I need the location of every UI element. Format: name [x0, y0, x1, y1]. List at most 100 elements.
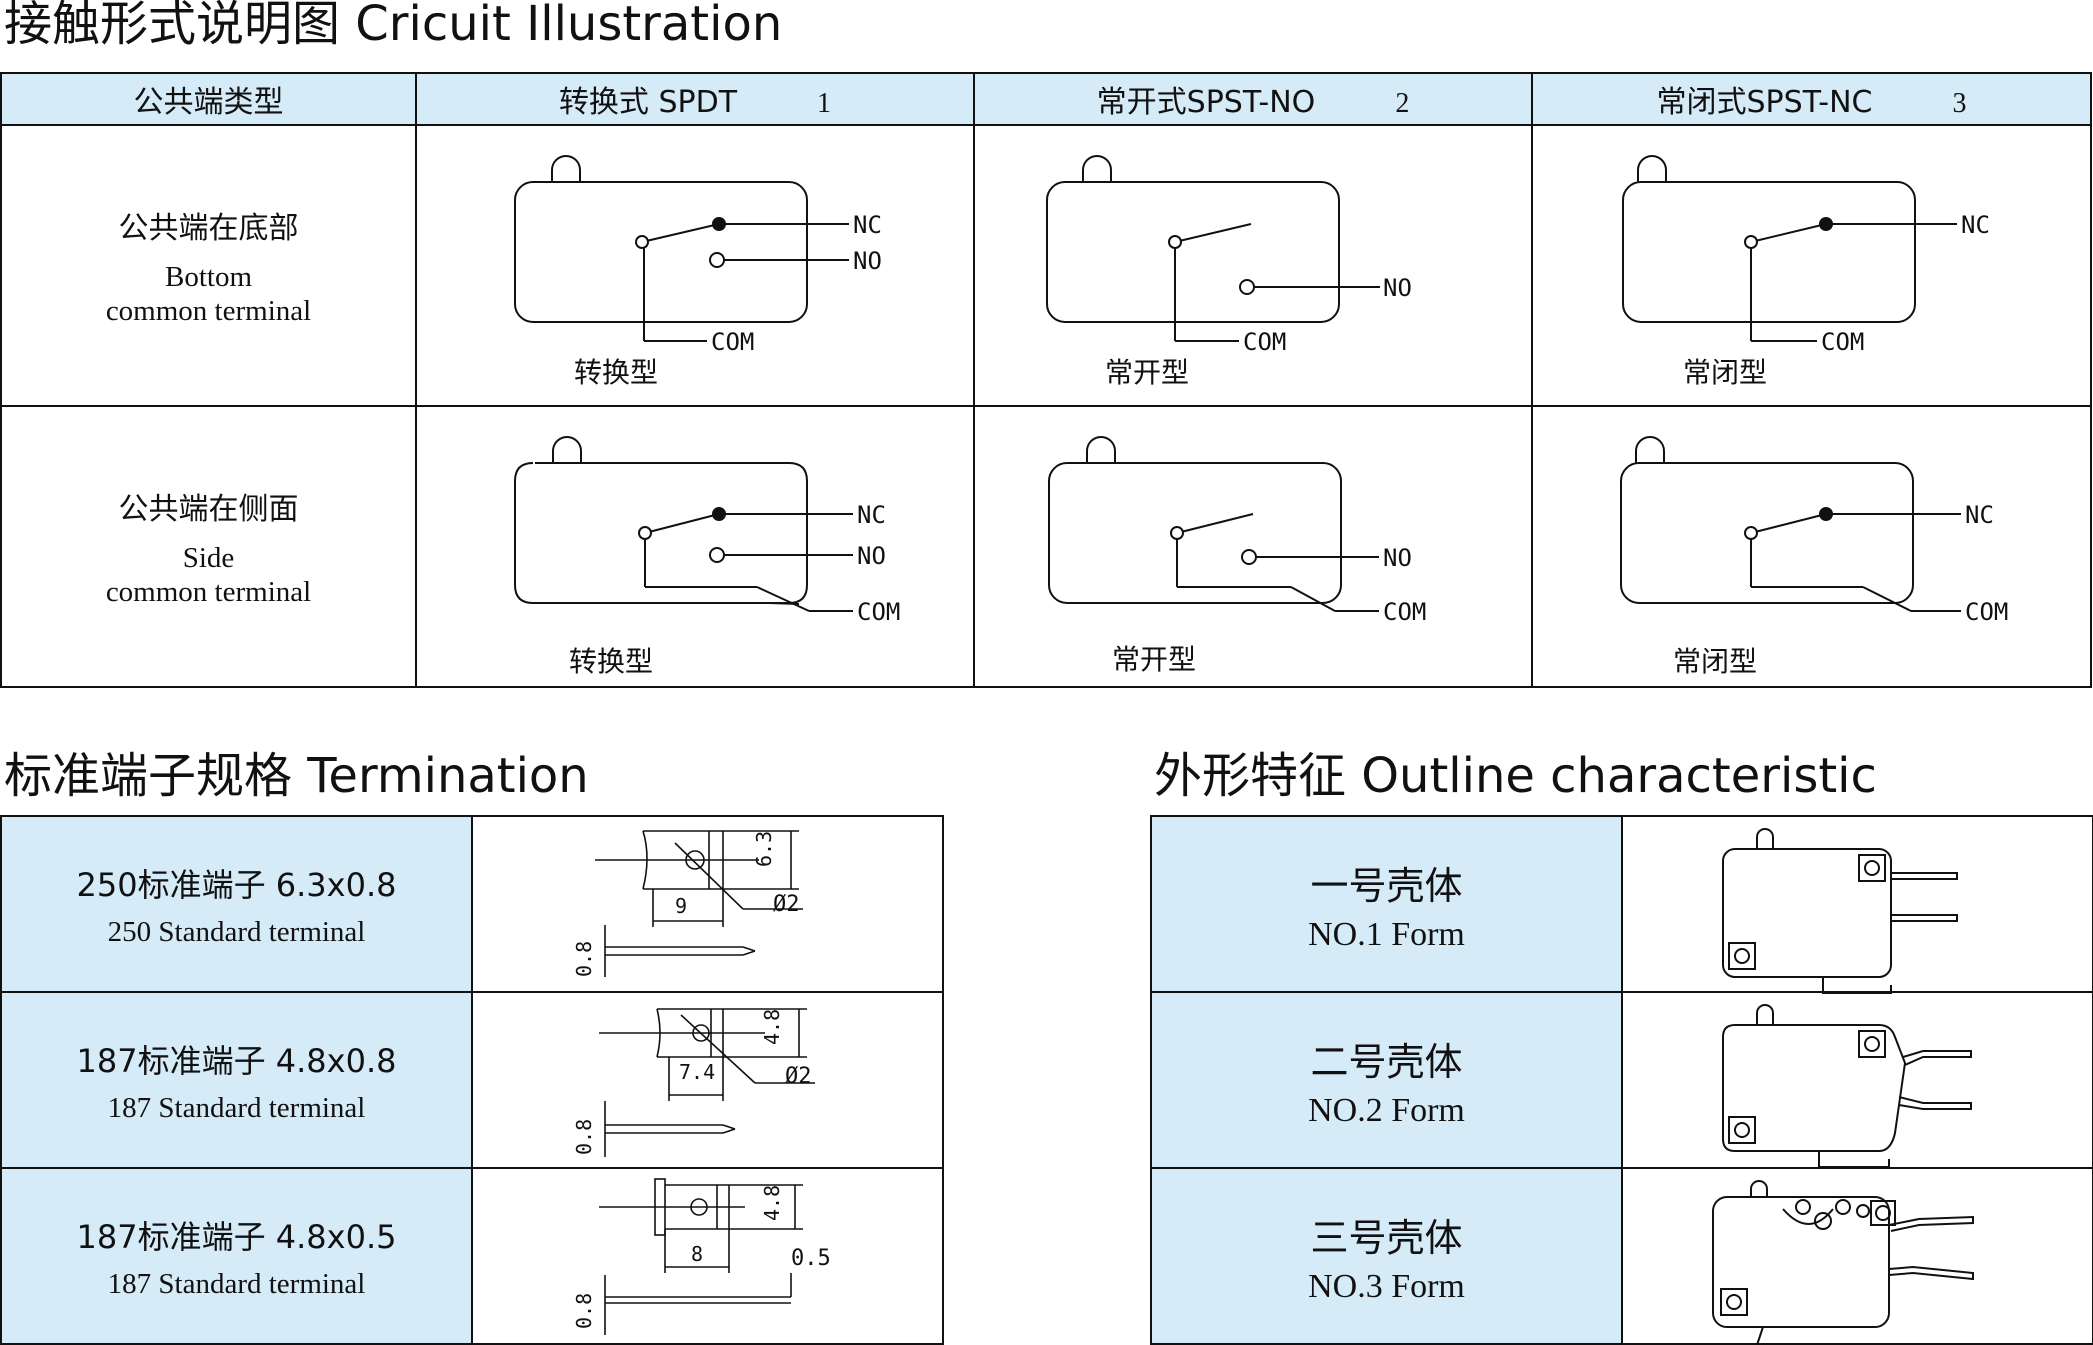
outline-table: 一号壳体 NO.1 Form 二号壳体 NO.2 Form	[1150, 815, 2093, 1345]
outline-form1-svg	[1722, 828, 1958, 994]
row-bottom-label: 公共端在底部 Bottom common terminal	[0, 124, 417, 407]
row-bottom-cn: 公共端在底部	[118, 211, 299, 247]
outline-row-3: 三号壳体 NO.3 Form	[1150, 1167, 2093, 1345]
outline-form3-label: 三号壳体 NO.3 Form	[1150, 1167, 1623, 1345]
row-bottom-en2: common terminal	[105, 294, 312, 327]
termination-row-250: 250标准端子 6.3x0.8 250 Standard terminal	[0, 815, 944, 993]
nc-bottom-type: 常闭型	[1683, 356, 1767, 389]
outline-form1-label: 一号壳体 NO.1 Form	[1150, 815, 1623, 993]
termination-187a-svg: 4.8 7.4 Ø2 0.8	[572, 1008, 815, 1157]
termination-title: 标准端子规格 Termination	[4, 748, 589, 804]
no-bottom-com: COM	[1243, 328, 1286, 356]
no-bottom-type: 常开型	[1105, 356, 1189, 389]
outline-form2-cn: 二号壳体	[1310, 1039, 1463, 1084]
termination-row-187b: 187标准端子 4.8x0.5 187 Standard terminal	[0, 1167, 944, 1345]
termination-250-thick: 0.8	[572, 941, 596, 977]
no-side-no: NO	[1383, 544, 1412, 572]
row-side-label: 公共端在侧面 Side common terminal	[0, 405, 417, 688]
no-bottom-svg: NO COM 常开型	[1046, 155, 1412, 389]
outline-form3-drawing	[1621, 1167, 2093, 1345]
row-bottom-en1: Bottom	[164, 261, 252, 294]
outline-row-2: 二号壳体 NO.2 Form	[1150, 991, 2093, 1169]
no-side-com: COM	[1383, 598, 1426, 626]
spdt-bottom-type: 转换型	[574, 356, 658, 389]
outline-form2-label: 二号壳体 NO.2 Form	[1150, 991, 1623, 1169]
termination-187b-svg: 4.8 8 0.5 0.8	[572, 1178, 831, 1335]
termination-250-en: 250 Standard terminal	[107, 915, 366, 948]
header-common-type-label: 公共端类型	[133, 85, 284, 120]
termination-250-cn: 250标准端子 6.3x0.8	[76, 865, 397, 904]
diagram-nc-side: NC COM 常闭型	[1531, 405, 2092, 688]
outline-title: 外形特征 Outline characteristic	[1154, 748, 1877, 804]
termination-250-label: 250标准端子 6.3x0.8 250 Standard terminal	[0, 815, 473, 993]
diagram-spdt-side: NC NO COM 转换型	[415, 405, 975, 688]
header-spst-no: 常开式SPST-NO 2	[973, 72, 1533, 126]
outline-form3-en: NO.3 Form	[1308, 1267, 1465, 1305]
no-side-svg: NO COM 常开型	[1048, 436, 1426, 676]
row-side-en1: Side	[182, 542, 235, 575]
termination-187b-label: 187标准端子 4.8x0.5 187 Standard terminal	[0, 1167, 473, 1345]
termination-250-length: 9	[675, 894, 687, 918]
spdt-side-com: COM	[857, 598, 900, 626]
termination-187b-width: 4.8	[760, 1185, 784, 1221]
spdt-bottom-com: COM	[711, 328, 754, 356]
nc-bottom-svg: NC COM 常闭型	[1622, 155, 1990, 389]
termination-250-drawing: 6.3 9 Ø2 0.8	[471, 815, 944, 993]
termination-187a-length: 7.4	[679, 1060, 715, 1084]
row-bottom-terminal: 公共端在底部 Bottom common terminal NC	[0, 124, 2092, 407]
termination-250-width: 6.3	[752, 831, 776, 867]
header-spst-nc-label: 常闭式SPST-NC	[1656, 85, 1873, 120]
termination-187a-width: 4.8	[760, 1009, 784, 1045]
header-spst-nc-number: 3	[1952, 88, 1967, 119]
circuit-illustration-title: 接触形式说明图 Cricuit Illustration	[4, 0, 783, 52]
outline-row-1: 一号壳体 NO.1 Form	[1150, 815, 2093, 994]
termination-table: 250标准端子 6.3x0.8 250 Standard terminal	[0, 815, 944, 1345]
header-spdt-number: 1	[817, 88, 832, 119]
header-spst-no-number: 2	[1395, 88, 1410, 119]
spdt-bottom-svg: NC NO COM 转换型	[514, 155, 882, 389]
no-side-type: 常开型	[1112, 643, 1196, 676]
header-spst-nc: 常闭式SPST-NC 3	[1531, 72, 2092, 126]
spdt-side-no: NO	[857, 542, 886, 570]
termination-187b-thick: 0.8	[572, 1293, 596, 1329]
outline-form1-drawing	[1621, 815, 2093, 994]
outline-form3-svg	[1712, 1180, 1974, 1345]
nc-bottom-com: COM	[1821, 328, 1864, 356]
termination-187b-tab: 0.5	[791, 1246, 831, 1271]
row-side-cn: 公共端在侧面	[118, 492, 299, 528]
termination-187a-label: 187标准端子 4.8x0.8 187 Standard terminal	[0, 991, 473, 1169]
termination-250-svg: 6.3 9 Ø2 0.8	[572, 830, 803, 977]
outline-form1-en: NO.1 Form	[1308, 915, 1465, 953]
termination-187b-cn: 187标准端子 4.8x0.5	[76, 1217, 397, 1256]
termination-187a-drawing: 4.8 7.4 Ø2 0.8	[471, 991, 944, 1169]
outline-form2-svg	[1722, 1004, 1972, 1168]
diagram-no-side: NO COM 常开型	[973, 405, 1533, 688]
nc-side-type: 常闭型	[1673, 645, 1757, 678]
spdt-side-svg: NC NO COM 转换型	[514, 436, 900, 678]
termination-187b-en: 187 Standard terminal	[107, 1267, 366, 1300]
nc-bottom-nc: NC	[1961, 211, 1990, 239]
nc-side-nc: NC	[1965, 501, 1994, 529]
diagram-spdt-bottom: NC NO COM 转换型	[415, 124, 975, 407]
nc-side-com: COM	[1965, 598, 2008, 626]
row-side-en2: common terminal	[105, 575, 312, 608]
outline-form2-en: NO.2 Form	[1308, 1091, 1465, 1129]
termination-187a-en: 187 Standard terminal	[107, 1091, 366, 1124]
diagram-nc-bottom: NC COM 常闭型	[1531, 124, 2092, 407]
header-spst-no-label: 常开式SPST-NO	[1096, 85, 1316, 120]
termination-187a-cn: 187标准端子 4.8x0.8	[76, 1041, 397, 1080]
header-common-type: 公共端类型	[0, 72, 417, 126]
outline-form1-cn: 一号壳体	[1310, 863, 1463, 908]
diagram-no-bottom: NO COM 常开型	[973, 124, 1533, 407]
termination-187b-length: 8	[691, 1242, 703, 1266]
outline-form3-cn: 三号壳体	[1310, 1215, 1463, 1260]
no-bottom-no: NO	[1383, 274, 1412, 302]
termination-row-187a: 187标准端子 4.8x0.8 187 Standard terminal	[0, 991, 944, 1169]
outline-form2-drawing	[1621, 991, 2093, 1169]
spdt-bottom-nc: NC	[853, 211, 882, 239]
termination-250-hole: Ø2	[773, 892, 800, 917]
spdt-side-type: 转换型	[569, 645, 653, 678]
termination-187a-thick: 0.8	[572, 1119, 596, 1155]
